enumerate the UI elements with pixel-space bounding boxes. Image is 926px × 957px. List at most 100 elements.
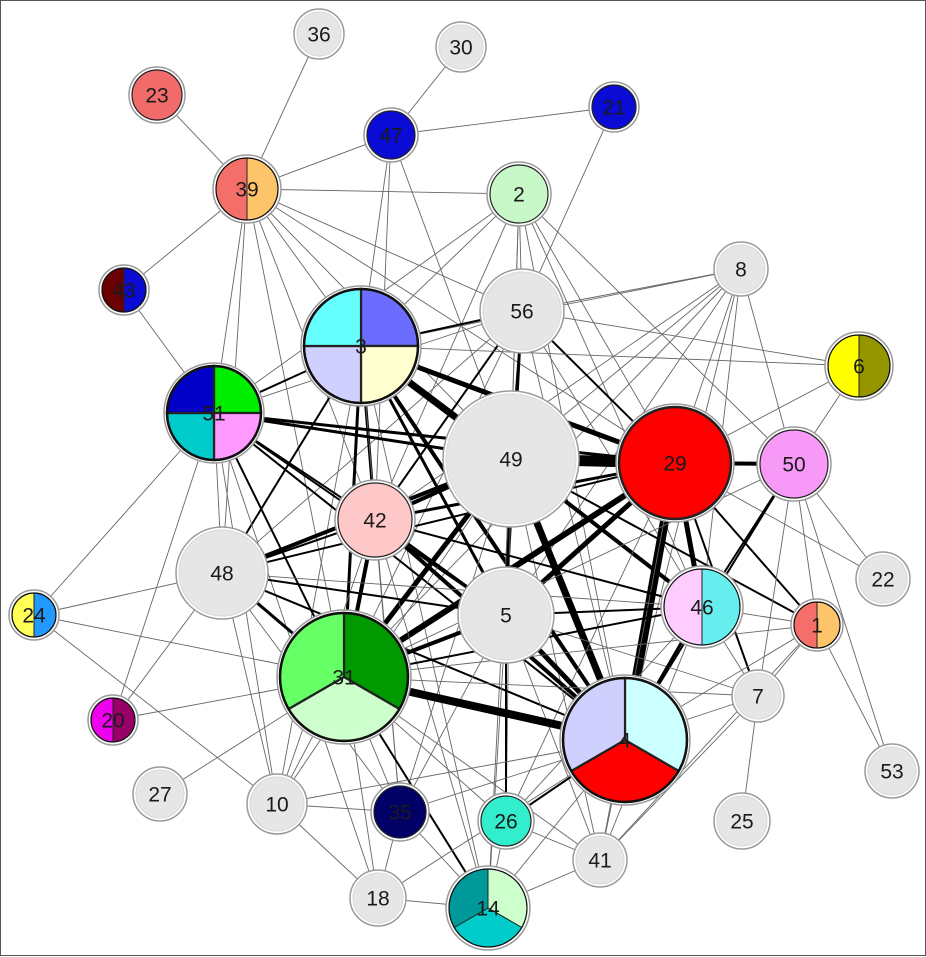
node-21[interactable]: 21 <box>588 81 640 133</box>
node-disc <box>460 569 552 661</box>
node-label: 8 <box>735 259 747 282</box>
node-39[interactable]: 39 <box>212 154 282 224</box>
node-label: 53 <box>880 761 903 784</box>
node-outline <box>302 287 420 405</box>
node-label: 7 <box>752 686 764 709</box>
node-disc <box>489 164 549 224</box>
node-label: 21 <box>602 97 625 120</box>
node-23[interactable]: 23 <box>128 66 186 124</box>
edge-29-48 <box>221 462 676 574</box>
node-29[interactable]: 29 <box>615 403 735 523</box>
node-25[interactable]: 25 <box>713 792 771 850</box>
node-label: 2 <box>513 184 525 207</box>
node-label: 14 <box>476 898 500 921</box>
edge-39-31 <box>246 188 345 678</box>
node-8[interactable]: 8 <box>713 241 769 297</box>
node-label: 35 <box>388 802 411 825</box>
edge-2-46 <box>518 193 703 608</box>
node-5[interactable]: 5 <box>457 566 555 664</box>
node-disc <box>482 271 562 351</box>
edge-1-41 <box>599 624 818 861</box>
node-disc <box>178 529 266 617</box>
node-label: 31 <box>332 667 355 690</box>
edge-39-2 <box>246 188 520 195</box>
node-41[interactable]: 41 <box>572 832 628 888</box>
node-label: 49 <box>499 449 522 472</box>
node-label: 48 <box>210 563 233 586</box>
node-label: 56 <box>510 301 533 324</box>
node-48[interactable]: 48 <box>175 526 269 620</box>
node-label: 22 <box>871 569 894 592</box>
node-43[interactable]: 43 <box>98 264 150 316</box>
edge-8-42 <box>374 268 742 521</box>
edge-2-50 <box>518 193 795 465</box>
node-label: 10 <box>265 794 288 817</box>
node-disc <box>135 769 185 819</box>
node-disc <box>445 393 577 525</box>
edge-48-46 <box>221 572 703 608</box>
edge-6-3 <box>360 345 860 367</box>
node-outline <box>663 568 741 646</box>
node-disc <box>366 110 416 160</box>
edge-42-14 <box>374 519 489 909</box>
node-disc <box>716 244 766 294</box>
edge-3-10 <box>276 345 362 805</box>
node-20[interactable]: 20 <box>87 694 139 746</box>
node-label: 4 <box>619 730 631 753</box>
edge-42-46 <box>374 519 703 608</box>
node-4[interactable]: 4 <box>559 674 691 806</box>
node-49[interactable]: 49 <box>442 390 580 528</box>
node-outline <box>827 334 891 398</box>
node-label: 25 <box>730 811 753 834</box>
node-14[interactable]: 14 <box>445 865 531 951</box>
node-outline <box>561 676 689 804</box>
node-10[interactable]: 10 <box>246 773 308 835</box>
node-26[interactable]: 26 <box>477 792 535 850</box>
edge-3-4 <box>359 344 627 742</box>
node-label: 18 <box>366 888 389 911</box>
node-7[interactable]: 7 <box>731 669 785 723</box>
node-label: 23 <box>145 85 168 108</box>
node-disc <box>867 746 917 796</box>
node-disc <box>131 69 183 121</box>
node-3[interactable]: 3 <box>300 285 422 407</box>
node-disc <box>249 776 305 832</box>
node-disc <box>716 795 768 847</box>
edge-7-31 <box>343 676 759 697</box>
node-disc <box>591 84 637 130</box>
node-30[interactable]: 30 <box>435 21 487 73</box>
edge-48-4 <box>221 572 626 741</box>
node-51[interactable]: 51 <box>163 362 265 464</box>
node-outline <box>165 364 263 462</box>
node-46[interactable]: 46 <box>660 565 744 649</box>
node-18[interactable]: 18 <box>349 869 407 927</box>
node-22[interactable]: 22 <box>855 551 911 607</box>
node-35[interactable]: 35 <box>370 782 430 842</box>
node-56[interactable]: 56 <box>479 268 565 354</box>
node-47[interactable]: 47 <box>363 107 419 163</box>
node-disc <box>337 482 413 558</box>
node-27[interactable]: 27 <box>132 766 188 822</box>
edge-10-24 <box>33 614 278 805</box>
node-36[interactable]: 36 <box>293 8 345 60</box>
node-label: 20 <box>101 710 124 733</box>
node-31[interactable]: 31 <box>276 609 412 745</box>
node-50[interactable]: 50 <box>756 426 832 502</box>
edge-7-41 <box>599 695 759 861</box>
edge-50-53 <box>793 463 893 772</box>
node-outline <box>793 601 841 649</box>
node-1[interactable]: 1 <box>790 598 844 652</box>
node-24[interactable]: 24 <box>8 589 60 641</box>
node-2[interactable]: 2 <box>486 161 552 227</box>
node-42[interactable]: 42 <box>334 479 416 561</box>
node-label: 26 <box>494 811 517 834</box>
node-label: 47 <box>379 125 402 148</box>
node-53[interactable]: 53 <box>864 743 920 799</box>
edge-50-7 <box>757 463 795 697</box>
node-label: 6 <box>853 356 865 379</box>
node-label: 30 <box>449 37 472 60</box>
node-6[interactable]: 6 <box>824 331 894 401</box>
